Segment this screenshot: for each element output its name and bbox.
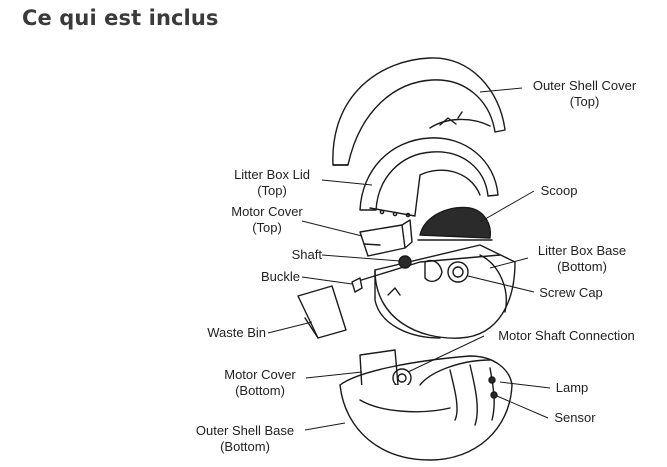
leader-motor-cover-bottom xyxy=(305,371,363,379)
label-motor-cover-bottom: Motor Cover(Bottom) xyxy=(224,367,296,398)
leader-sensor xyxy=(496,395,549,419)
leader-screw-cap xyxy=(467,275,535,293)
leader-motor-cover-top xyxy=(301,220,363,237)
label-outer-shell-cover: Outer Shell Cover(Top) xyxy=(532,78,637,109)
buckle-part xyxy=(351,277,363,293)
label-litter-box-lid: Litter Box Lid(Top) xyxy=(234,167,310,198)
leader-lamp xyxy=(499,381,551,389)
leader-buckle xyxy=(301,276,353,285)
label-motor-cover-top: Motor Cover(Top) xyxy=(231,204,303,235)
waste-bin-part xyxy=(297,285,347,339)
leader-outer-shell-cover xyxy=(479,87,523,93)
label-motor-shaft-connection: Motor Shaft Connection xyxy=(498,328,635,343)
label-scoop: Scoop xyxy=(540,183,578,198)
leader-shaft xyxy=(321,254,401,262)
litter-box-base-part xyxy=(354,244,516,339)
shaft-part xyxy=(398,255,412,269)
motor-cover-top-part xyxy=(359,219,413,257)
label-outer-shell-base: Outer Shell Base(Bottom) xyxy=(195,423,295,454)
litter-box-lid-part xyxy=(359,137,499,218)
leader-litter-box-lid xyxy=(321,179,373,186)
leader-motor-shaft-connection xyxy=(407,335,485,373)
label-waste-bin: Waste Bin xyxy=(207,325,266,340)
leader-waste-bin xyxy=(267,321,313,334)
outer-shell-base-part xyxy=(339,355,513,461)
page-title: Ce qui est inclus xyxy=(22,6,219,30)
scoop-part xyxy=(417,206,493,241)
label-sensor: Sensor xyxy=(554,410,596,425)
leader-scoop xyxy=(479,190,535,223)
leader-litter-box-base xyxy=(489,257,529,269)
outer-shell-cover-part xyxy=(332,57,506,166)
label-buckle: Buckle xyxy=(260,269,300,284)
label-lamp: Lamp xyxy=(555,380,589,395)
label-screw-cap: Screw Cap xyxy=(539,285,603,300)
motor-cover-bottom-part xyxy=(359,349,412,391)
label-litter-box-base: Litter Box Base(Bottom) xyxy=(537,243,627,274)
label-shaft: Shaft xyxy=(291,247,322,262)
leader-outer-shell-base xyxy=(304,422,346,431)
